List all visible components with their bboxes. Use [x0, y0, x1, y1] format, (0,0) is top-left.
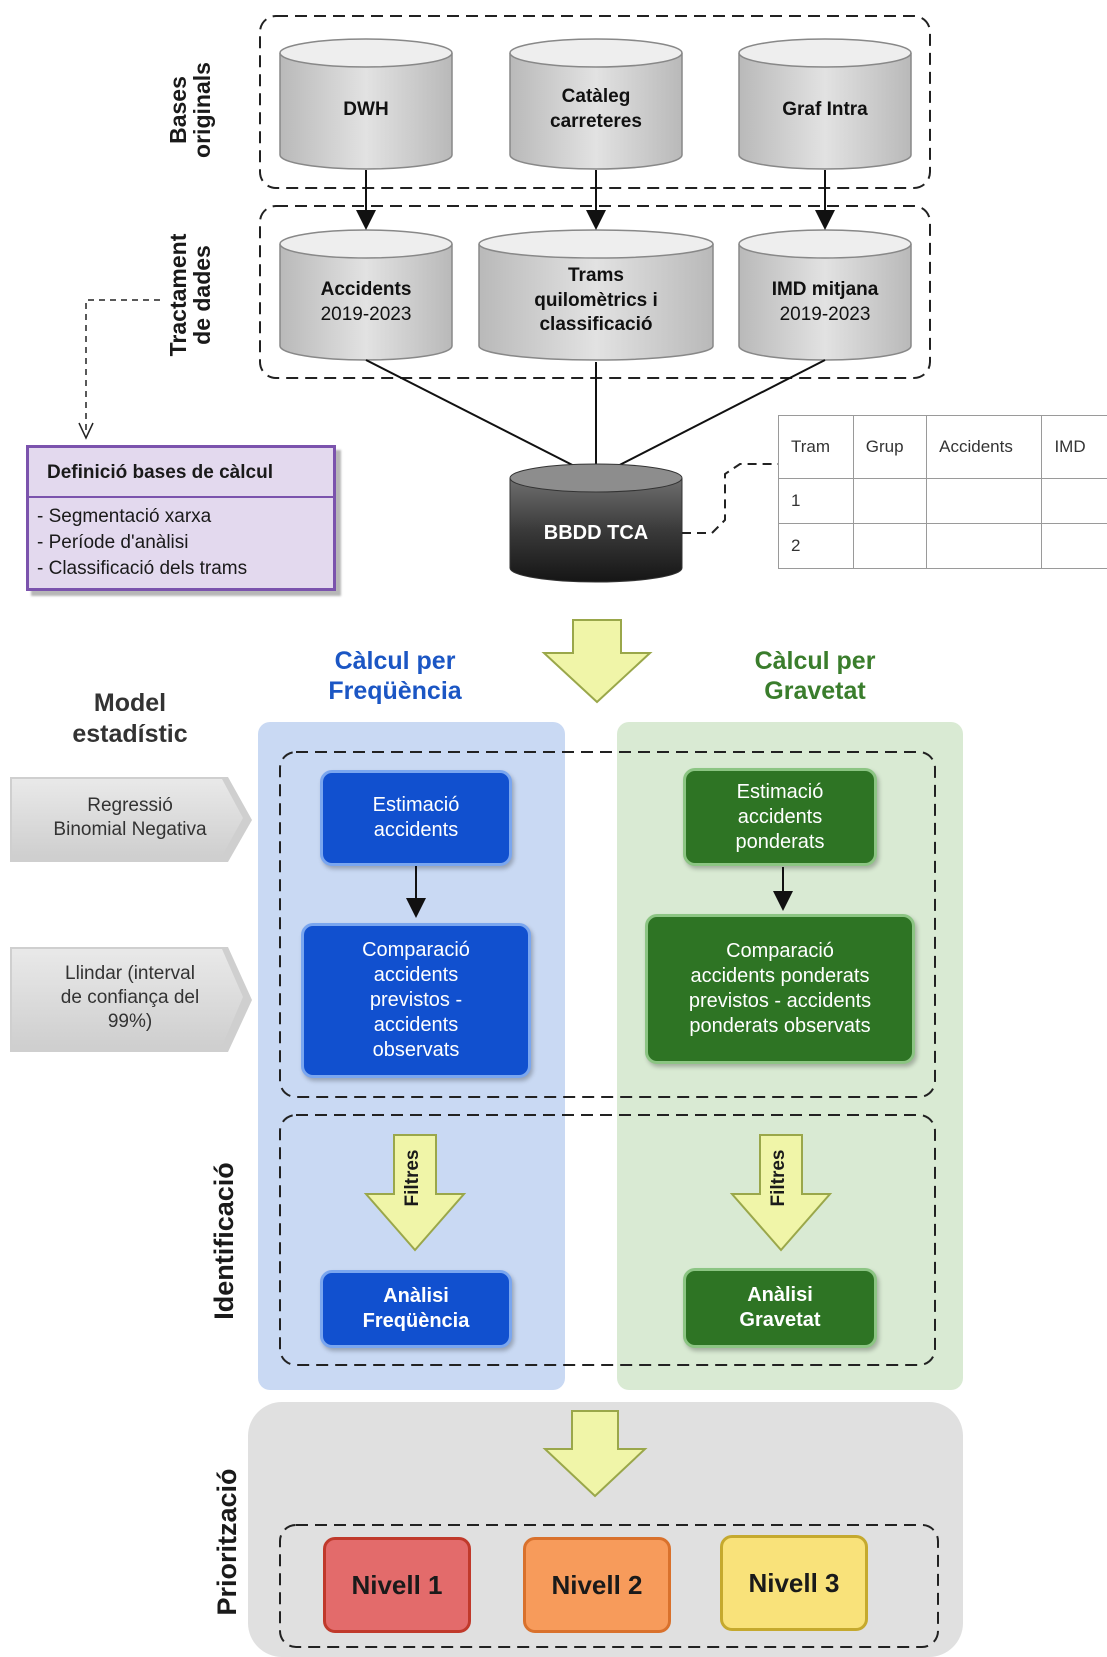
- down-arrow-frequency: [363, 1134, 467, 1252]
- cylinder-bbdd-tca: [509, 463, 683, 583]
- cylinder-imd: [738, 229, 912, 361]
- levels-frame: [279, 1524, 939, 1648]
- cylinder-trams: [478, 229, 714, 361]
- definition-title: Definició bases de càlcul: [29, 448, 333, 498]
- down-arrow-main: [541, 619, 653, 704]
- table-header: Accidents: [926, 415, 1043, 479]
- table-header: Tram: [778, 415, 854, 479]
- tca-table: Tram Grup Accidents IMD 1 2: [778, 415, 1107, 569]
- definition-items: - Segmentació xarxa - Període d'anàlisi …: [37, 506, 248, 580]
- level-1-box: Nivell 1: [323, 1537, 471, 1633]
- down-arrow-prioritization: [542, 1410, 648, 1498]
- label-graf-intra: Graf Intra: [782, 99, 868, 120]
- down-arrow-severity: [729, 1134, 833, 1252]
- identification-frame: [279, 1114, 936, 1366]
- label-dwh: DWH: [343, 99, 389, 120]
- table-header: Grup: [852, 415, 928, 479]
- table-header-row: Tram Grup Accidents IMD: [778, 415, 1107, 479]
- cylinder-accidents: [279, 229, 453, 361]
- definition-box: Definició bases de càlcul - Segmentació …: [26, 445, 336, 591]
- section-tractament: Tractament de dades: [165, 233, 216, 357]
- cylinder-dwh: [279, 38, 453, 170]
- section-identificacio: Identificació: [209, 1162, 239, 1320]
- frequency-filter-label: Filtres: [402, 1149, 423, 1207]
- level-2-box: Nivell 2: [523, 1537, 671, 1633]
- table-row: 1: [778, 478, 1107, 524]
- model-frame: [279, 751, 936, 1098]
- level-3-box: Nivell 3: [720, 1535, 868, 1631]
- cylinder-cataleg: [509, 38, 683, 170]
- table-row: 2: [778, 523, 1107, 569]
- section-bases-originals: Bases originals: [165, 62, 216, 158]
- label-bbdd-tca: BBDD TCA: [543, 522, 649, 544]
- table-header: IMD: [1041, 415, 1107, 479]
- section-prioritzacio: Priorització: [212, 1468, 242, 1616]
- severity-filter-label: Filtres: [768, 1149, 789, 1207]
- cylinder-graf: [738, 38, 912, 170]
